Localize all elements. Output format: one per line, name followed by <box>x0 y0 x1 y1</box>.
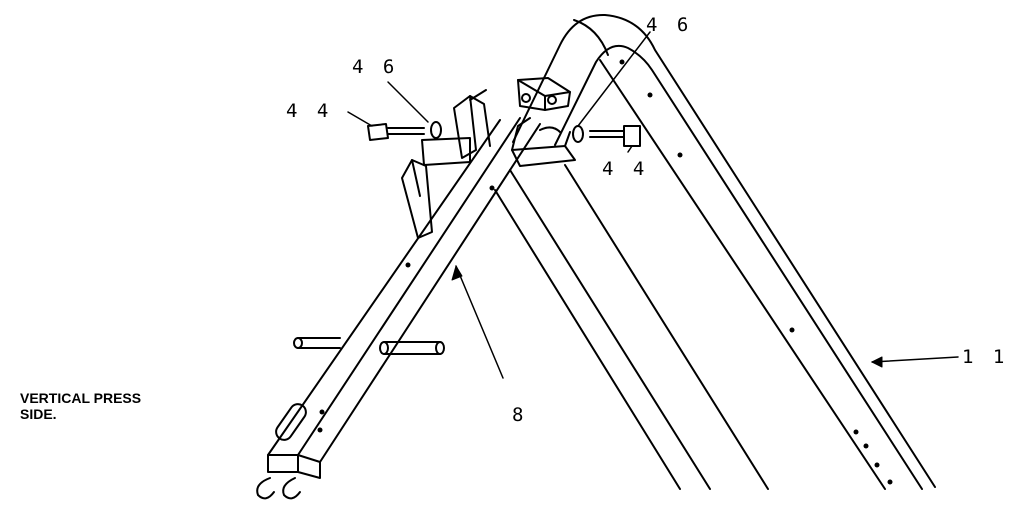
callout-washer-left: 4 6 <box>352 56 399 78</box>
arrowhead-icon <box>871 356 883 368</box>
caption-line-1: VERTICAL PRESS <box>20 390 142 406</box>
front-incline-leg <box>256 117 541 500</box>
right-washer <box>572 125 584 143</box>
callout-bolt-left: 4 4 <box>286 100 333 122</box>
slot-cutout <box>275 403 307 441</box>
cross-bracket-right <box>511 117 576 167</box>
callout-crossbar: 8 <box>512 404 528 426</box>
left-washer <box>430 121 442 139</box>
lower-bracket <box>401 159 433 239</box>
callout-washer-right: 4 6 <box>646 14 693 36</box>
leader-lines <box>347 31 959 379</box>
rear-upright-frame <box>512 13 936 490</box>
left-bolt <box>367 123 425 141</box>
caption-line-2: SIDE. <box>20 406 57 422</box>
leg-holes <box>317 185 495 433</box>
view-caption: VERTICAL PRESS SIDE. <box>20 390 141 422</box>
upright-holes <box>619 59 893 485</box>
peg-pins <box>293 337 445 355</box>
cross-bracket-left <box>421 89 491 166</box>
top-bracket <box>517 77 571 111</box>
right-bolt <box>589 125 641 147</box>
inner-rear-leg <box>494 164 769 490</box>
arrowhead-icon <box>451 265 463 281</box>
callout-bolt-right: 4 4 <box>602 158 649 180</box>
callout-upright: 1 1 <box>962 346 1009 368</box>
